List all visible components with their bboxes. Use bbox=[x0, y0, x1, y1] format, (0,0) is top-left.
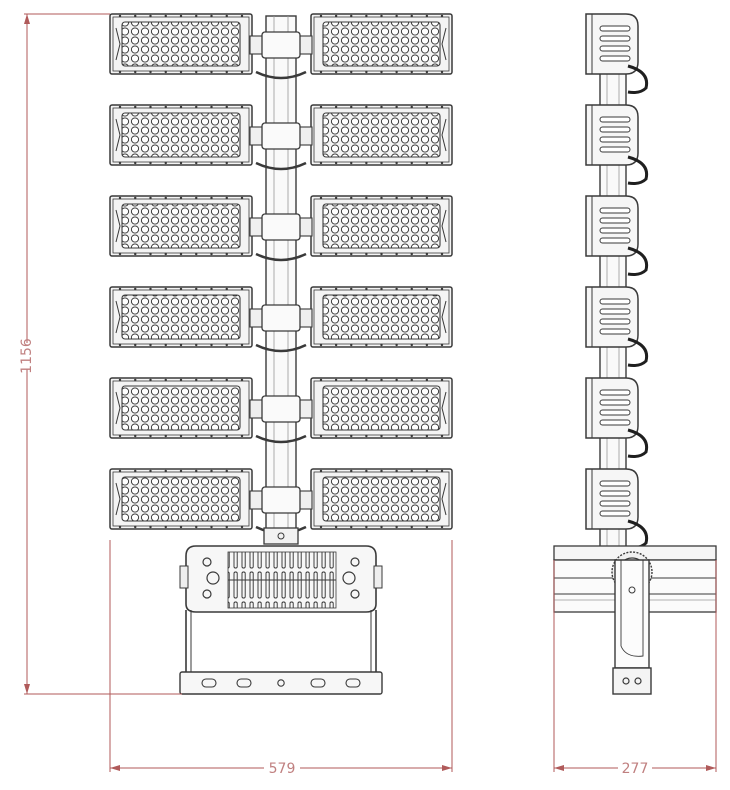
mounting-bracket bbox=[179, 610, 383, 695]
central-pole bbox=[265, 15, 297, 537]
side-light-module bbox=[585, 377, 649, 458]
side-light-module bbox=[585, 286, 649, 367]
side-width-dimension-label: 277 bbox=[622, 761, 649, 777]
side-cable bbox=[627, 246, 649, 276]
module-clamp bbox=[249, 213, 313, 262]
light-module bbox=[310, 104, 453, 166]
led-lens-array bbox=[322, 112, 441, 158]
light-module bbox=[109, 195, 253, 257]
driver-housing bbox=[179, 545, 383, 613]
side-cable bbox=[627, 64, 649, 94]
side-modules bbox=[585, 13, 649, 549]
module-clamp bbox=[249, 122, 313, 171]
led-lens-array bbox=[121, 476, 241, 522]
front-modules bbox=[109, 13, 453, 535]
led-lens-array bbox=[322, 385, 441, 431]
light-module bbox=[109, 13, 253, 75]
height-dimension-label: 1156 bbox=[19, 338, 35, 374]
side-cable bbox=[627, 155, 649, 185]
light-module bbox=[109, 468, 253, 530]
dimension-lines bbox=[24, 13, 717, 772]
led-lens-array bbox=[121, 21, 241, 67]
led-lens-array bbox=[322, 294, 441, 340]
side-light-module bbox=[585, 104, 649, 185]
module-clamp bbox=[249, 486, 313, 535]
side-light-module bbox=[585, 468, 649, 549]
led-lens-array bbox=[121, 385, 241, 431]
light-module bbox=[109, 286, 253, 348]
led-lens-array bbox=[322, 21, 441, 67]
side-cable bbox=[627, 337, 649, 367]
light-module bbox=[310, 286, 453, 348]
light-module bbox=[109, 104, 253, 166]
light-module bbox=[310, 377, 453, 439]
led-lens-array bbox=[121, 294, 241, 340]
led-lens-array bbox=[121, 203, 241, 249]
light-module bbox=[310, 13, 453, 75]
side-bracket-arm bbox=[612, 559, 652, 695]
side-view bbox=[553, 13, 717, 695]
led-lens-array bbox=[121, 112, 241, 158]
led-lens-array bbox=[322, 203, 441, 249]
module-clamp bbox=[249, 31, 313, 80]
light-module bbox=[310, 195, 453, 257]
led-lens-array bbox=[322, 476, 441, 522]
pole-connector bbox=[263, 527, 299, 545]
side-cable bbox=[627, 428, 649, 458]
module-clamp bbox=[249, 395, 313, 444]
front-width-dimension-label: 579 bbox=[269, 761, 296, 777]
light-module bbox=[310, 468, 453, 530]
side-light-module bbox=[585, 195, 649, 276]
module-clamp bbox=[249, 304, 313, 353]
side-light-module bbox=[585, 13, 649, 94]
front-view bbox=[109, 13, 453, 695]
light-module bbox=[109, 377, 253, 439]
